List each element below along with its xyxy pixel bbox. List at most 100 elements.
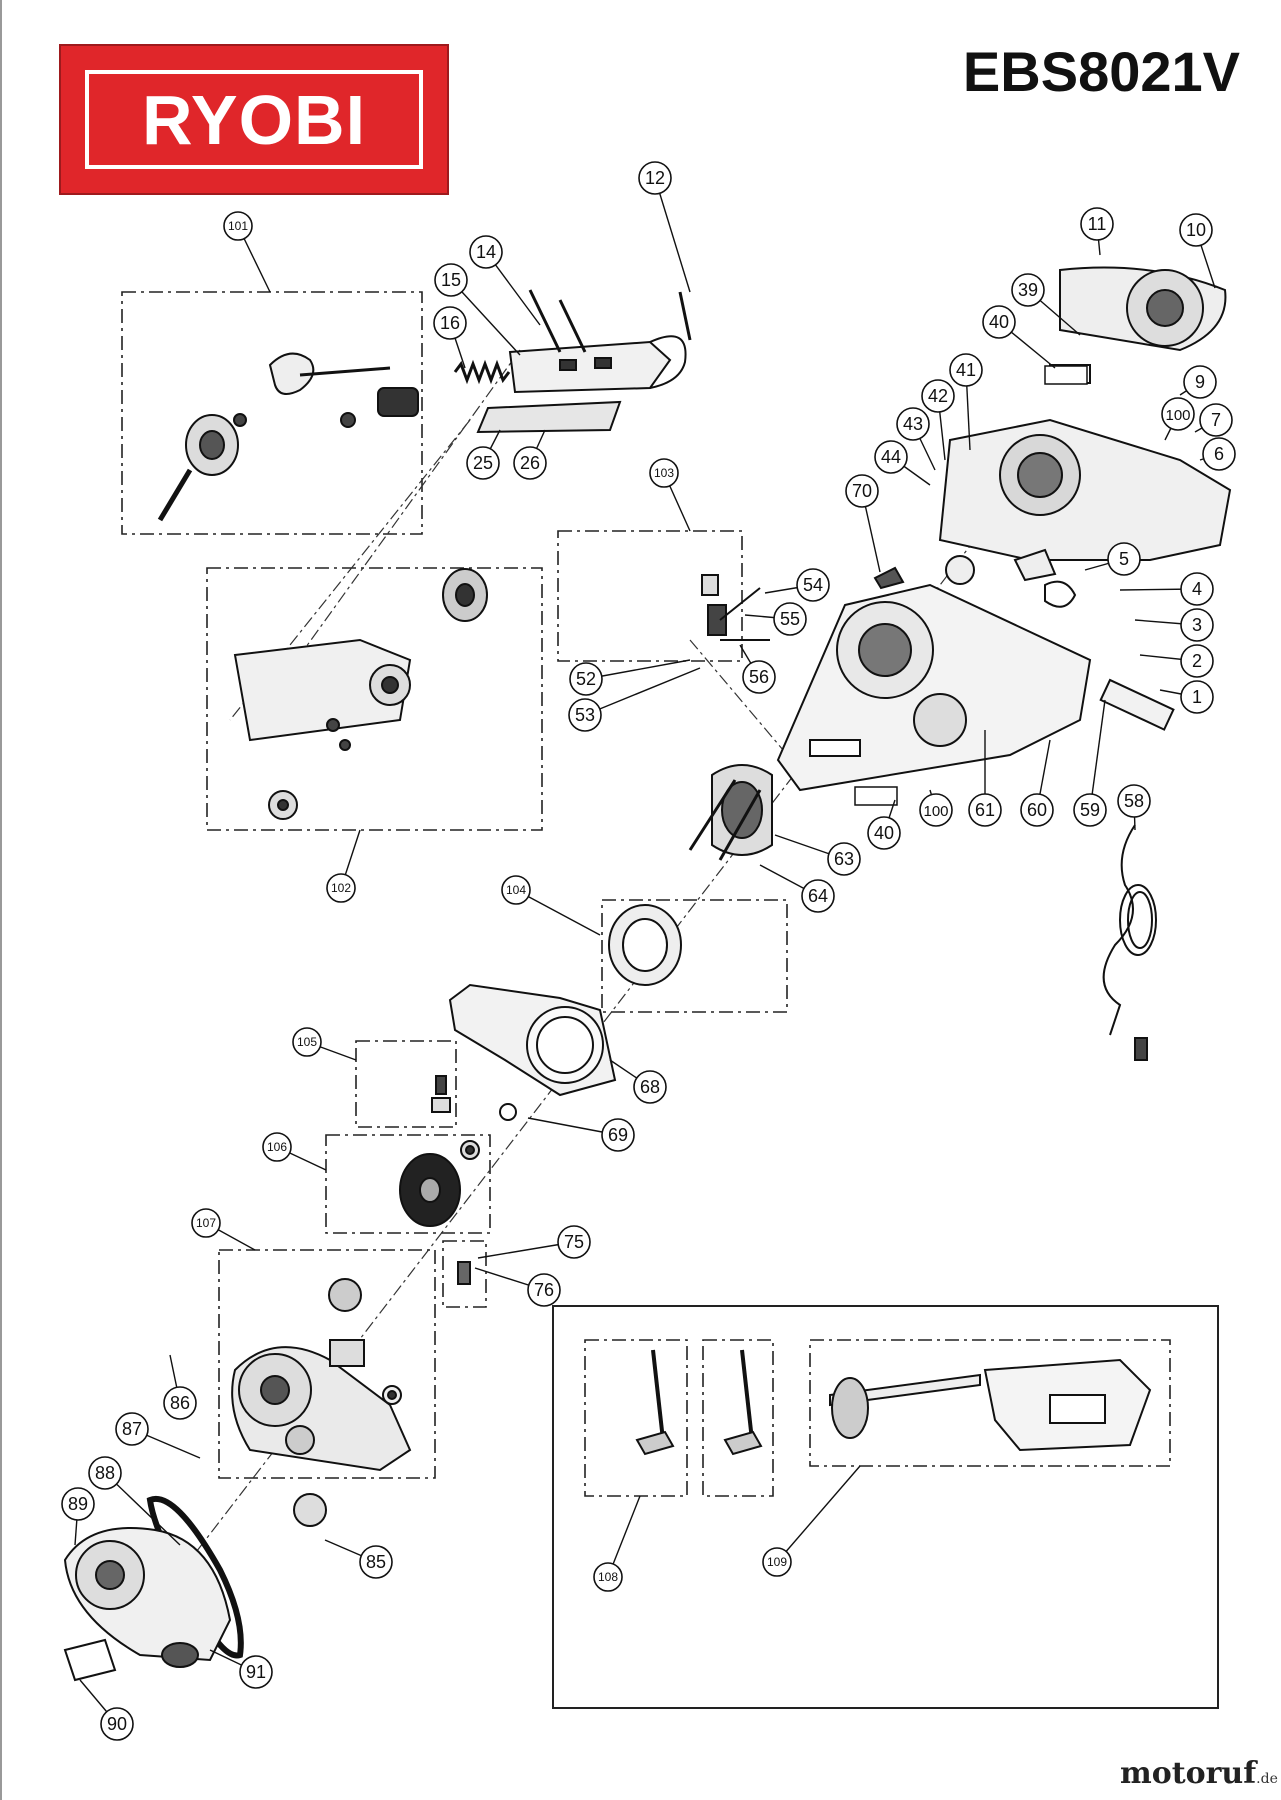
front-roller-assembly-drawing (157, 352, 419, 522)
callout-55: 55 (773, 602, 807, 636)
callout-12-label: 12 (645, 168, 665, 188)
callout-3-circle (1180, 608, 1214, 642)
assembly-box-101 (121, 291, 423, 535)
leader-line-12 (654, 177, 691, 293)
callout-26-circle (513, 446, 547, 480)
callout-59: 59 (1073, 793, 1107, 827)
assembly-box-108 (584, 1339, 688, 1497)
callout-75-label: 75 (564, 1232, 584, 1252)
assembly-callout-106: 106 (262, 1132, 292, 1162)
callout-100-circle (919, 793, 953, 827)
callout-100-circle (1161, 397, 1195, 431)
callout-86: 86 (163, 1386, 197, 1420)
callout-40-label: 40 (874, 823, 894, 843)
callout-2: 2 (1180, 644, 1214, 678)
callout-6-label: 6 (1214, 444, 1224, 464)
callout-43-label: 43 (903, 414, 923, 434)
callout-85-label: 85 (366, 1552, 386, 1572)
carbon-brush-drawing (457, 1261, 471, 1285)
assembly-callout-105-circle (292, 1027, 322, 1057)
callout-56-label: 56 (749, 667, 769, 687)
callout-40: 40 (982, 305, 1016, 339)
callout-41-label: 41 (956, 360, 976, 380)
callout-76-label: 76 (534, 1280, 554, 1300)
assembly-callout-103: 103 (649, 458, 679, 488)
assembly-callout-108-circle (593, 1562, 623, 1592)
callout-6: 6 (1202, 437, 1236, 471)
logo-frame: RYOBI (85, 70, 423, 169)
callout-91-label: 91 (246, 1662, 266, 1682)
callout-14-label: 14 (476, 242, 496, 262)
callout-75: 75 (557, 1225, 591, 1259)
handle-kit-drawing (635, 1349, 763, 1456)
callout-10-circle (1179, 213, 1213, 247)
assembly-callout-101-circle (223, 211, 253, 241)
assembly-callout-109-label: 109 (767, 1555, 787, 1569)
callout-69-circle (601, 1118, 635, 1152)
callout-25-label: 25 (473, 453, 493, 473)
callout-64-label: 64 (808, 886, 828, 906)
callout-3-label: 3 (1192, 615, 1202, 635)
assembly-callout-108: 108 (593, 1562, 623, 1592)
callout-90-circle (100, 1707, 134, 1741)
accessory-frame (552, 1305, 1219, 1709)
callout-68: 68 (633, 1070, 667, 1104)
callout-4: 4 (1180, 572, 1214, 606)
callout-69: 69 (601, 1118, 635, 1152)
callout-11: 11 (1080, 207, 1114, 241)
leader-line-53 (584, 667, 701, 716)
callout-58-label: 58 (1124, 791, 1144, 811)
armature-ring-drawing (608, 904, 682, 986)
assembly-callout-102: 102 (326, 873, 356, 903)
callout-15: 15 (434, 263, 468, 297)
leader-line-52 (585, 659, 691, 680)
watermark-suffix: .de (1256, 1771, 1278, 1787)
assembly-callout-109: 109 (762, 1547, 792, 1577)
callout-1: 1 (1180, 680, 1214, 714)
callout-59-circle (1073, 793, 1107, 827)
callout-39-label: 39 (1018, 280, 1038, 300)
callout-91: 91 (239, 1655, 273, 1689)
assembly-callout-107-circle (191, 1208, 221, 1238)
callout-26: 26 (513, 446, 547, 480)
power-cord-drawing (1102, 824, 1157, 1061)
assembly-callout-103-circle (649, 458, 679, 488)
callout-9: 9 (1183, 365, 1217, 399)
dust-bag-drawing (829, 1358, 1152, 1452)
callout-63-circle (827, 842, 861, 876)
callout-64: 64 (801, 879, 835, 913)
callout-1-label: 1 (1192, 687, 1202, 707)
callout-5-circle (1107, 542, 1141, 576)
callout-6-circle (1202, 437, 1236, 471)
belt-and-cover-drawing (63, 1495, 244, 1682)
watermark: motoruf.de (1120, 1756, 1278, 1791)
callout-52-label: 52 (576, 669, 596, 689)
callout-25: 25 (466, 446, 500, 480)
assembly-box-105 (355, 1040, 457, 1128)
callout-16: 16 (433, 306, 467, 340)
callout-69-label: 69 (608, 1125, 628, 1145)
callout-88-label: 88 (95, 1463, 115, 1483)
explode-axis-upper (274, 349, 521, 691)
callout-40-circle (867, 816, 901, 850)
trigger-parts-drawing (873, 548, 1077, 608)
callout-40-label: 40 (989, 312, 1009, 332)
assembly-box-107 (218, 1249, 436, 1479)
callout-44-circle (874, 440, 908, 474)
callout-70-circle (845, 474, 879, 508)
callout-90: 90 (100, 1707, 134, 1741)
callout-60-label: 60 (1027, 800, 1047, 820)
callout-58-circle (1117, 784, 1151, 818)
callout-1-circle (1180, 680, 1214, 714)
callout-55-circle (773, 602, 807, 636)
callout-100: 100 (1161, 397, 1195, 431)
brush-holder-drawing (431, 1075, 451, 1113)
callout-4-circle (1180, 572, 1214, 606)
assembly-callout-104: 104 (501, 875, 531, 905)
callout-89-label: 89 (68, 1494, 88, 1514)
assembly-callout-101: 101 (223, 211, 253, 241)
callout-55-label: 55 (780, 609, 800, 629)
callout-12-circle (638, 161, 672, 195)
